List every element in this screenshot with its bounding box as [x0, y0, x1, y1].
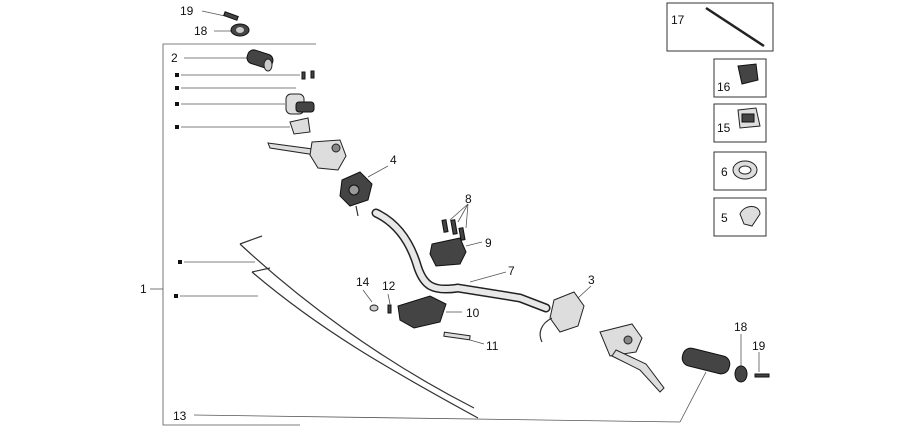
handlebar [371, 208, 551, 313]
clutch-lever-assembly [267, 139, 347, 171]
assembly-markers [174, 73, 182, 298]
left-grip [184, 49, 274, 72]
callout-19-right: 19 [752, 339, 766, 353]
clutch-clamp-parts [285, 93, 315, 135]
callout-15: 15 [717, 121, 731, 135]
box-6 [713, 151, 767, 191]
callout-4: 4 [390, 153, 397, 167]
callout-6: 6 [721, 165, 728, 179]
callout-10: 10 [466, 306, 480, 320]
right-grip [681, 347, 731, 375]
callout-1: 1 [140, 282, 147, 296]
upper-clamp [429, 237, 483, 267]
callout-7: 7 [508, 264, 515, 278]
callout-19-left: 19 [180, 4, 194, 18]
callout-18-left: 18 [194, 24, 208, 38]
left-switch [339, 165, 389, 217]
callout-9: 9 [485, 236, 492, 250]
callout-17: 17 [671, 13, 685, 27]
callout-labels: 1 2 3 4 5 6 7 8 9 10 11 12 13 14 15 16 1… [140, 4, 766, 423]
callout-3: 3 [588, 273, 595, 287]
marker-leaders [180, 74, 300, 297]
assembly-bracket [150, 43, 316, 426]
callout-2: 2 [171, 51, 178, 65]
box-15 [713, 103, 767, 143]
bar-end-screw-right [754, 352, 770, 378]
throttle-cables [239, 235, 479, 419]
lower-clamp-riser [397, 295, 462, 329]
callout-18-right: 18 [734, 320, 748, 334]
clamp-screws [441, 203, 469, 241]
bar-end-screw-left [201, 10, 239, 21]
box-17 [666, 2, 774, 52]
brake-lever-assembly [599, 323, 665, 393]
spring-pin [387, 293, 392, 314]
box-5 [713, 197, 767, 237]
callout-8: 8 [465, 192, 472, 206]
callout-14: 14 [356, 275, 370, 289]
box-16 [713, 58, 767, 98]
bar-end-weight-left [214, 23, 250, 37]
callout-13: 13 [173, 409, 187, 423]
right-switch [539, 285, 592, 343]
bar-end-weight-right [734, 334, 748, 383]
callout-16: 16 [717, 80, 731, 94]
leader-13 [193, 371, 707, 423]
callout-11: 11 [486, 339, 499, 353]
small-screws [301, 70, 315, 80]
callout-12: 12 [382, 279, 396, 293]
riser-bolt [443, 331, 485, 345]
callout-5: 5 [721, 211, 728, 225]
washer [362, 289, 379, 312]
